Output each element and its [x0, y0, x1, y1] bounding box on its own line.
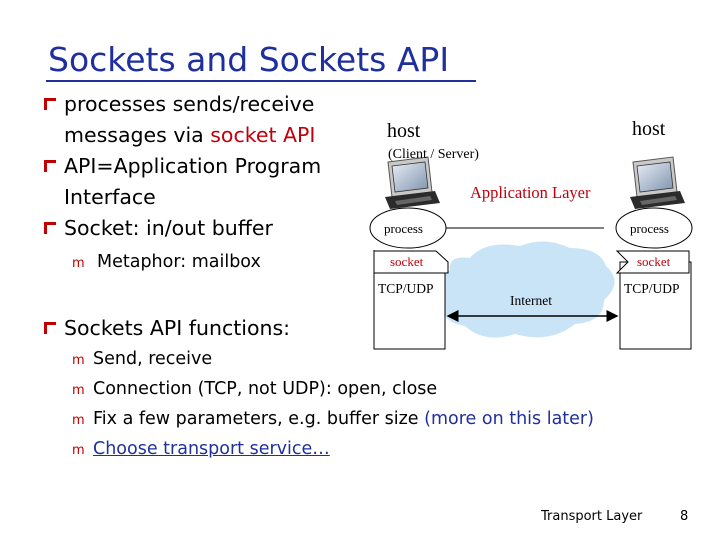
left-host-stack: [373, 261, 446, 350]
host-right-label: host: [632, 118, 666, 140]
footer-chapter: Transport Layer: [541, 509, 643, 524]
sub-bullet-icon: m: [72, 256, 85, 271]
socket-left-shape: [373, 250, 449, 274]
sub-bullet-icon: m: [72, 353, 85, 368]
socket-left-label: socket: [390, 254, 424, 269]
bullet-2-line-1: API=Application Program: [64, 154, 322, 178]
function-item-2: Connection (TCP, not UDP): open, close: [93, 379, 438, 399]
slide-title: Sockets and Sockets API: [48, 40, 450, 79]
process-right-label: process: [630, 221, 669, 236]
process-left-oval: [369, 207, 447, 249]
bullet-3: Socket: in/out buffer: [64, 216, 273, 240]
host-left-label: host: [387, 120, 421, 142]
page-number: 8: [680, 509, 689, 524]
sub-bullet-icon: m: [72, 413, 85, 428]
sub-bullet-icon: m: [72, 443, 85, 458]
internet-label: Internet: [510, 293, 552, 308]
bullet-1: processes sends/receive messages via soc…: [64, 89, 315, 151]
process-left-label: process: [384, 221, 423, 236]
internet-cloud: [436, 241, 615, 338]
function-item-1: Send, receive: [93, 349, 213, 369]
function-item-3: Fix a few parameters, e.g. buffer size (…: [93, 409, 594, 429]
tcp-udp-right-label: TCP/UDP: [624, 281, 680, 296]
functions-heading: Sockets API functions:: [64, 316, 291, 340]
socket-right-shape: [615, 250, 690, 274]
bullet-2: API=Application Program Interface: [64, 151, 321, 213]
computer-icon-left: [385, 156, 440, 209]
tcp-udp-left-label: TCP/UDP: [378, 281, 434, 296]
computer-icon-right: [630, 156, 685, 209]
bullet-2-line-2: Interface: [64, 185, 156, 209]
more-later-note: (more on this later): [424, 409, 594, 429]
bullet-icon: [44, 160, 56, 172]
title-underline: [46, 80, 476, 82]
choose-transport-link[interactable]: Choose transport service…: [93, 439, 330, 459]
right-host-stack: [619, 261, 692, 350]
bullet-icon: [44, 98, 56, 110]
socket-right-label: socket: [637, 254, 671, 269]
bullet-icon: [44, 322, 56, 334]
process-right-oval: [615, 207, 693, 249]
sub-bullet-icon: m: [72, 383, 85, 398]
bullet-1-line-2: messages via socket API: [64, 123, 316, 147]
sub-bullet-metaphor: Metaphor: mailbox: [97, 252, 261, 272]
socket-api-highlight: socket API: [210, 123, 316, 147]
bullet-1-line-1: processes sends/receive: [64, 92, 315, 116]
bullet-icon: [44, 222, 56, 234]
client-server-label: (Client / Server): [388, 147, 479, 162]
application-layer-label: Application Layer: [470, 183, 591, 202]
